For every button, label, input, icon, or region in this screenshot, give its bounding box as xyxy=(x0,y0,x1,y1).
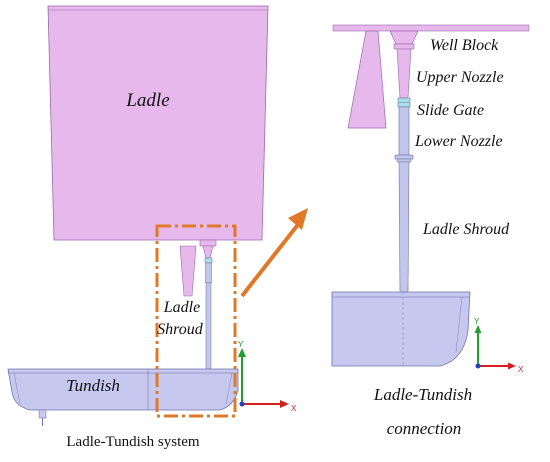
right-caption-line1: Ladle-Tundish xyxy=(373,385,472,404)
well-block-label: Well Block xyxy=(430,37,499,54)
tundish-body xyxy=(7,368,239,411)
shroud-collar xyxy=(394,154,414,160)
right-axis-x-label: X xyxy=(518,365,524,374)
shroud-label-line1: Ladle xyxy=(163,299,200,316)
upper-nozzle-label: Upper Nozzle xyxy=(416,69,504,86)
tundish-label: Tundish xyxy=(66,376,120,395)
ladle-tube-large xyxy=(347,30,387,129)
ladle-shroud-label: Ladle Shroud xyxy=(422,221,510,238)
zoom-arrow-head xyxy=(288,208,308,230)
slide-gate-label: Slide Gate xyxy=(417,102,484,119)
left-caption: Ladle-Tundish system xyxy=(66,434,200,450)
right-axis-y-label: Y xyxy=(474,317,480,326)
left-axis-triad: Y X xyxy=(238,340,297,413)
tundish-zoom-body xyxy=(331,291,471,367)
tundish-outlet xyxy=(38,409,47,419)
left-axis-y-label: Y xyxy=(238,340,244,349)
ladle-tube xyxy=(179,245,197,297)
tundish-inner-left xyxy=(13,372,21,405)
ladle-label: Ladle xyxy=(125,90,169,111)
right-axis-x-head xyxy=(508,362,516,370)
lower-nozzle xyxy=(398,106,410,156)
ladle-shroud-small xyxy=(205,282,212,370)
well-block xyxy=(389,30,419,45)
shroud-collar-lower xyxy=(396,158,412,163)
left-axis-z xyxy=(239,401,245,407)
slide-gate-small xyxy=(204,257,213,264)
lower-nozzle-label: Lower Nozzle xyxy=(414,133,503,150)
right-axis-z xyxy=(475,363,481,369)
highlight-box xyxy=(155,224,237,418)
left-axis-x-head xyxy=(280,400,289,408)
tundish-zoom-inner xyxy=(455,296,463,353)
right-axis-triad: Y X xyxy=(474,317,524,374)
upper-nozzle xyxy=(396,48,412,99)
right-caption-line2: connection xyxy=(387,419,462,438)
lower-nozzle-small xyxy=(205,262,212,284)
zoom-arrow-shaft xyxy=(240,220,302,298)
right-axis-y-head xyxy=(474,325,482,333)
left-axis-x-label: X xyxy=(291,404,297,413)
tundish-inner-right xyxy=(225,372,233,405)
ladle-body xyxy=(47,5,269,241)
shroud-label-line2: Shroud xyxy=(157,321,204,338)
left-axis-y-head xyxy=(238,348,246,357)
upper-nozzle-small xyxy=(202,245,214,259)
ladle-bottom-plate xyxy=(332,24,530,32)
ladle-well-block xyxy=(199,239,217,247)
well-block-base xyxy=(393,43,415,50)
ladle-shroud xyxy=(398,161,410,293)
